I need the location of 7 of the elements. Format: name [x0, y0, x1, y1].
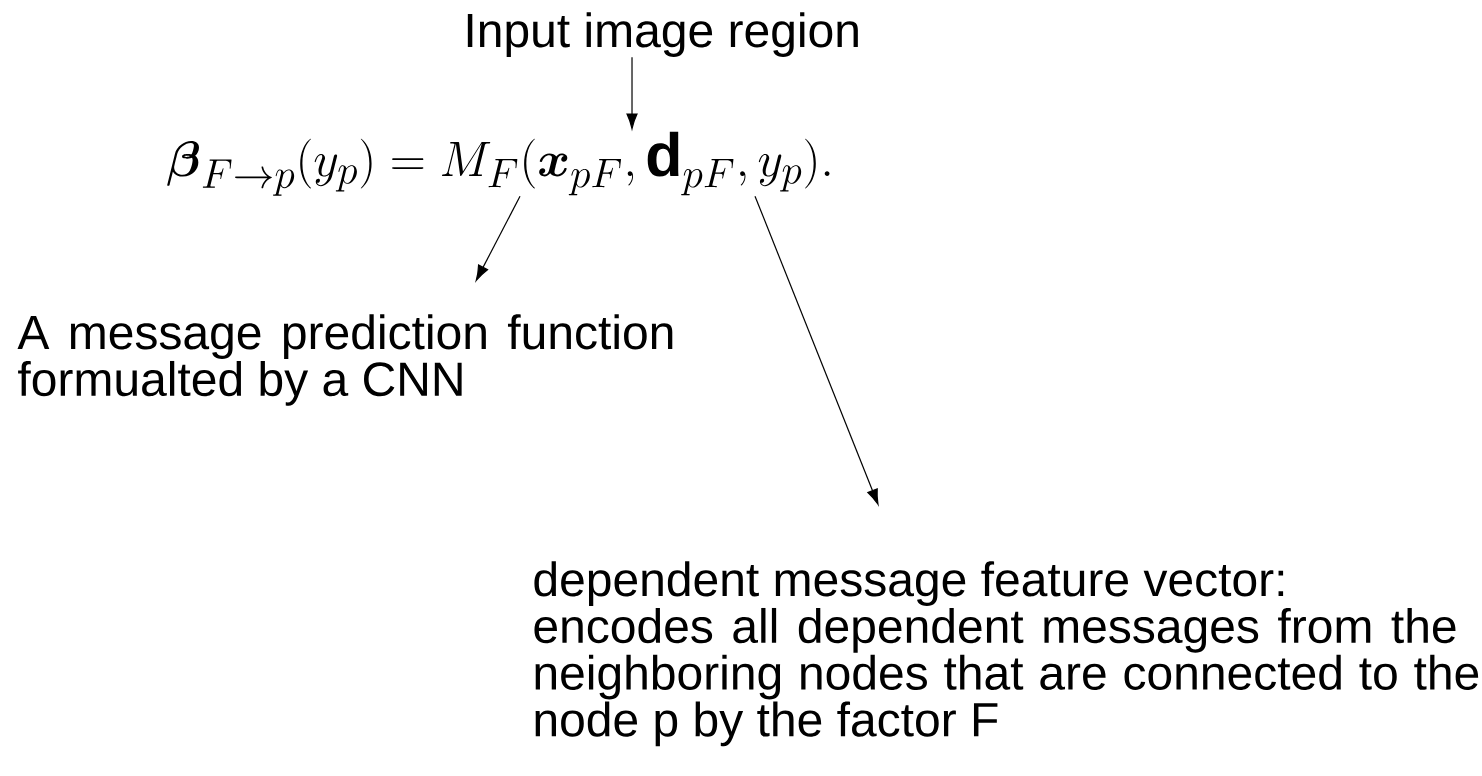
annotation-text: dependent message feature vector: encodes all dependent messages from the neighboring nodes that are connected to the node p by the factor F: [534, 561, 1479, 747]
formula: $\boldsymbol{\beta}_{F\rightarrow p}(y_p) = M_F(\boldsymbol{x}_{pF}, \mathbf{d}_{pF}, y_p).$: [167, 131, 830, 196]
arrow: [475, 195, 521, 281]
arrow: [626, 56, 638, 130]
annotation-text: A message prediction function formualted by a CNN: [17, 314, 673, 406]
annotation-text: Input image region: [467, 12, 858, 57]
arrow: [754, 195, 879, 505]
